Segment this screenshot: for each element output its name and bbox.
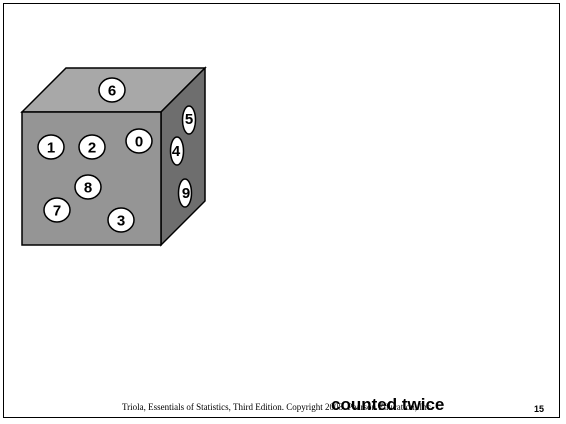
ball-2: 2 xyxy=(79,135,105,159)
counted-twice-label: counted twice xyxy=(331,395,444,415)
svg-text:8: 8 xyxy=(84,180,92,197)
svg-text:7: 7 xyxy=(53,203,61,220)
ball-0: 0 xyxy=(126,129,152,153)
svg-text:9: 9 xyxy=(182,185,190,202)
slide-number: 15 xyxy=(534,404,544,414)
ball-6: 6 xyxy=(99,78,125,102)
svg-text:6: 6 xyxy=(108,83,116,100)
ball-1: 1 xyxy=(38,135,64,159)
svg-text:1: 1 xyxy=(47,140,55,157)
ball-8: 8 xyxy=(75,175,101,199)
ball-9: 9 xyxy=(179,179,192,207)
svg-text:5: 5 xyxy=(185,111,193,128)
ball-3: 3 xyxy=(108,208,134,232)
ball-7: 7 xyxy=(44,198,70,222)
ball-5: 5 xyxy=(183,106,196,134)
ball-4: 4 xyxy=(171,137,184,165)
svg-text:4: 4 xyxy=(172,143,181,160)
svg-text:0: 0 xyxy=(135,134,143,151)
svg-text:2: 2 xyxy=(88,140,96,157)
svg-text:3: 3 xyxy=(117,213,125,230)
